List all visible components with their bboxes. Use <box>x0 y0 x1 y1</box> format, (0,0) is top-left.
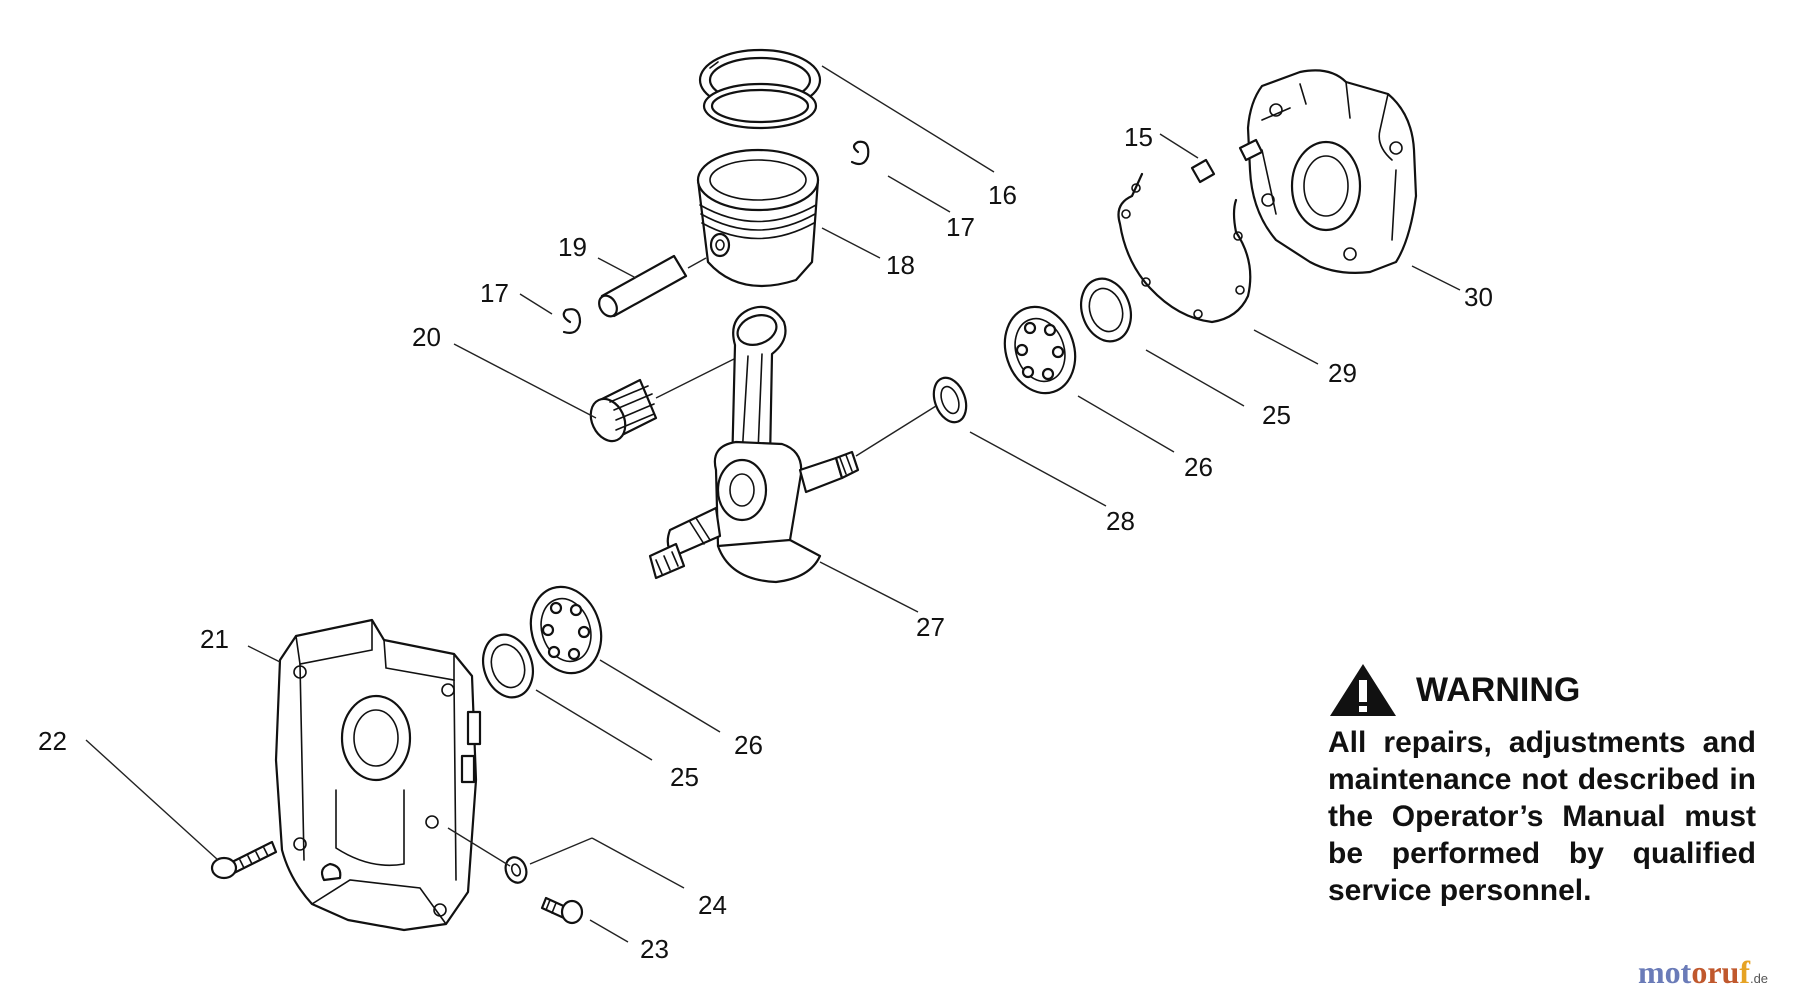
watermark-part1: mot <box>1638 954 1692 990</box>
oil-seal-left <box>482 633 534 699</box>
part-label-26-right: 26 <box>1184 452 1213 482</box>
watermark-suffix: .de <box>1749 971 1769 986</box>
needle-bearing <box>589 355 741 443</box>
part-label-27: 27 <box>916 612 945 642</box>
part-label-23: 23 <box>640 934 669 964</box>
watermark-part2: oru <box>1691 954 1740 990</box>
crankshaft <box>648 305 860 584</box>
crankcase-left <box>274 618 482 932</box>
gasket <box>1117 172 1252 324</box>
screw-23 <box>540 896 584 925</box>
warning-notice: WARNING All repairs, adjustments and mai… <box>1328 662 1756 909</box>
thrust-washer <box>855 376 968 457</box>
part-label-24: 24 <box>698 890 727 920</box>
part-label-26-left: 26 <box>734 730 763 760</box>
ball-bearing-right <box>1003 305 1077 395</box>
warning-header: WARNING <box>1328 662 1756 718</box>
part-label-16: 16 <box>988 180 1017 210</box>
part-label-17-top: 17 <box>946 212 975 242</box>
piston <box>696 148 820 288</box>
part-label-22: 22 <box>38 726 67 756</box>
warning-triangle-icon <box>1330 664 1396 716</box>
watermark-part3: f <box>1739 954 1750 990</box>
bolt-22 <box>210 840 278 880</box>
part-label-29: 29 <box>1328 358 1357 388</box>
circlip-top <box>850 140 870 166</box>
part-label-17-left: 17 <box>480 278 509 308</box>
part-label-28: 28 <box>1106 506 1135 536</box>
part-label-21: 21 <box>200 624 229 654</box>
part-label-18: 18 <box>886 250 915 280</box>
part-label-19: 19 <box>558 232 587 262</box>
circlip-left <box>562 308 582 334</box>
warning-text: All repairs, adjustments and maintenance… <box>1328 726 1756 907</box>
part-label-20: 20 <box>412 322 441 352</box>
ball-bearing-left <box>529 585 603 675</box>
oil-seal-right <box>1080 277 1132 343</box>
part-label-15: 15 <box>1124 122 1153 152</box>
watermark-logo: motoruf.de <box>1638 954 1768 991</box>
part-label-25-right: 25 <box>1262 400 1291 430</box>
piston-pin <box>598 254 707 318</box>
part-labels: 15 16 17 17 18 19 20 21 22 23 24 25 25 2… <box>38 122 1493 964</box>
piston-rings <box>698 48 822 130</box>
warning-title: WARNING <box>1416 670 1581 709</box>
washer-24 <box>447 827 528 884</box>
dowel-pin <box>1190 158 1216 184</box>
part-label-30: 30 <box>1464 282 1493 312</box>
leader-lines <box>85 65 1461 943</box>
crankcase-right <box>1238 69 1418 274</box>
part-label-25-left: 25 <box>670 762 699 792</box>
